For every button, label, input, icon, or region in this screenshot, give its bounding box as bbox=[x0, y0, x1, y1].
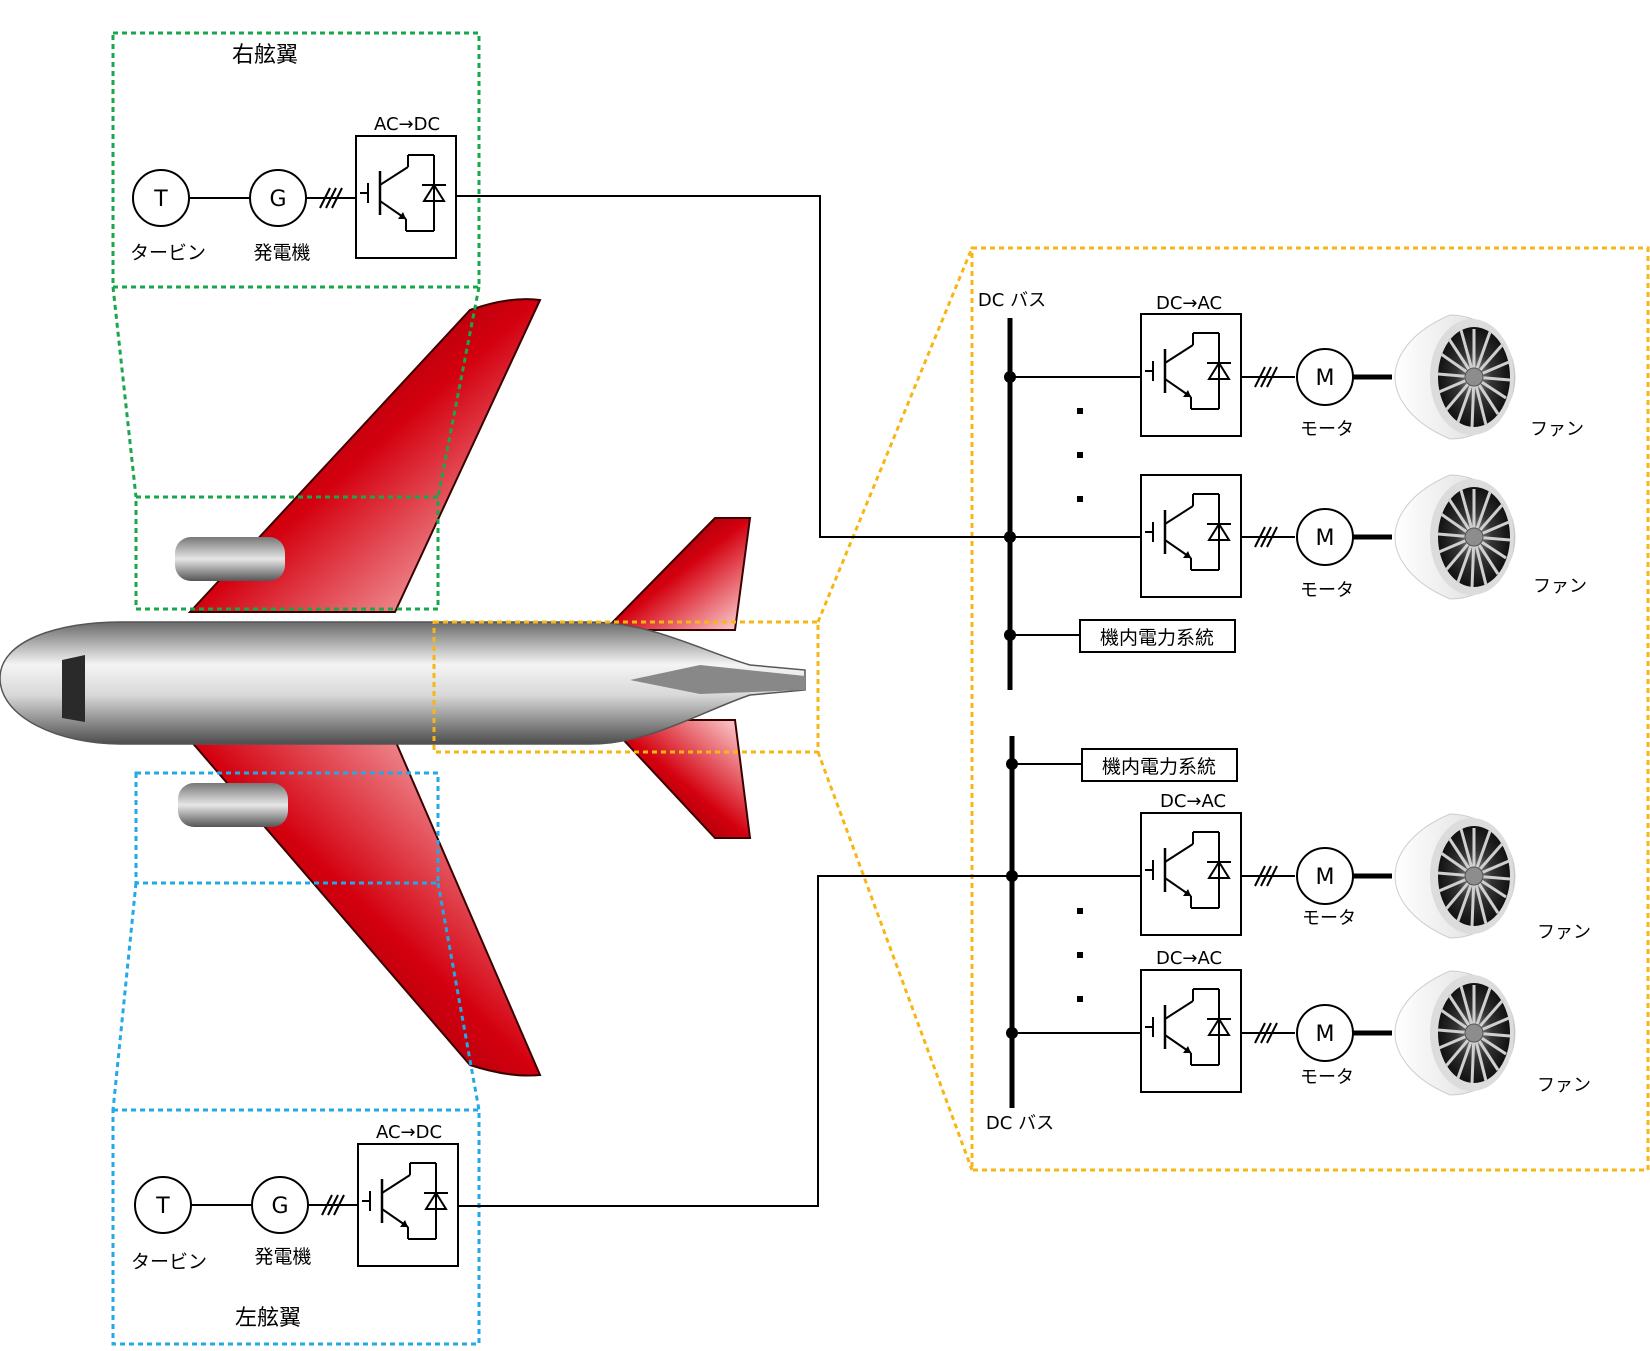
upper-ellipsis bbox=[1077, 408, 1083, 502]
upper-onboard-power-label: 機内電力系統 bbox=[1100, 627, 1214, 649]
lower-motor-2-symbol: M bbox=[1316, 1022, 1335, 1047]
right-wing-title: 右舷翼 bbox=[232, 43, 298, 68]
lower-fan-2 bbox=[1393, 969, 1517, 1097]
upper-motor-2-label: モータ bbox=[1300, 580, 1354, 601]
left-turbine-label: タービン bbox=[131, 1251, 207, 1273]
upper-motor-1-symbol: M bbox=[1316, 366, 1335, 391]
lower-dc-bus-group: DC バス 機内電力系統 DC→AC M モータ ファン DC→AC bbox=[986, 736, 1591, 1134]
fuselage-zone bbox=[432, 620, 820, 754]
tail-cone bbox=[630, 665, 805, 694]
upper-onboard-power-box bbox=[1079, 619, 1236, 653]
lower-onboard-power-label: 機内電力系統 bbox=[1102, 756, 1216, 778]
right-turbine-symbol: T bbox=[153, 187, 168, 212]
left-wing-group: T タービン G 発電機 AC→DC 左舷翼 bbox=[111, 771, 481, 1346]
upper-dc-bus-label: DC バス bbox=[978, 290, 1046, 311]
upper-inverter-1 bbox=[1140, 313, 1242, 437]
right-wing-group: 右舷翼 T タービン G 発電機 AC→DC bbox=[111, 31, 481, 611]
right-wing-frame bbox=[111, 31, 481, 289]
upper-motor-1-label: モータ bbox=[1300, 419, 1354, 440]
lower-motor-1-symbol: M bbox=[1316, 865, 1335, 890]
left-wing-title: 左舷翼 bbox=[235, 1306, 301, 1331]
upper-dc-bus-group: DC バス DC→AC M モータ ファン bbox=[978, 290, 1587, 690]
left-tailplane bbox=[602, 719, 752, 839]
right-turbine-label: タービン bbox=[130, 242, 206, 264]
right-engine-pod bbox=[175, 537, 285, 581]
upper-inverter-2 bbox=[1140, 474, 1242, 598]
right-generator-symbol: G bbox=[269, 187, 286, 212]
lower-inverter-1-label: DC→AC bbox=[1160, 791, 1226, 812]
left-converter-label: AC→DC bbox=[376, 1122, 442, 1143]
right-converter-label: AC→DC bbox=[374, 114, 440, 135]
upper-motor-2-symbol: M bbox=[1316, 526, 1335, 551]
upper-fan-2-label: ファン bbox=[1533, 576, 1587, 597]
lower-inverter-2 bbox=[1140, 969, 1242, 1093]
right-generator-label: 発電機 bbox=[253, 242, 310, 264]
upper-fan-1-label: ファン bbox=[1530, 419, 1584, 440]
left-wing-zone bbox=[134, 771, 440, 885]
upper-inverter-label: DC→AC bbox=[1156, 293, 1222, 314]
lower-motor-1-label: モータ bbox=[1302, 908, 1356, 929]
aircraft-illustration bbox=[0, 298, 806, 1077]
cockpit-window bbox=[62, 655, 85, 722]
left-generator-symbol: G bbox=[271, 1194, 288, 1219]
fuselage-detail-frame bbox=[970, 246, 1650, 1172]
left-turbine-symbol: T bbox=[155, 1194, 170, 1219]
lower-onboard-power-box bbox=[1081, 748, 1238, 782]
lower-ellipsis bbox=[1077, 908, 1083, 1002]
left-engine-pod bbox=[178, 783, 288, 827]
upper-fan-2 bbox=[1393, 473, 1517, 601]
lower-motor-2-label: モータ bbox=[1300, 1067, 1354, 1088]
upper-fan-1 bbox=[1393, 313, 1517, 441]
fuselage-group bbox=[432, 246, 1650, 1172]
lower-fan-1 bbox=[1393, 812, 1517, 940]
right-wing bbox=[187, 298, 542, 613]
left-converter bbox=[357, 1143, 459, 1267]
lower-dc-bus-label: DC バス bbox=[986, 1113, 1054, 1134]
lower-fan-1-label: ファン bbox=[1537, 922, 1591, 943]
left-wing-frame bbox=[111, 1108, 481, 1346]
lower-fan-2-label: ファン bbox=[1537, 1075, 1591, 1096]
lower-inverter-2-label: DC→AC bbox=[1156, 948, 1222, 969]
left-generator-label: 発電機 bbox=[254, 1246, 311, 1268]
feeder-lines bbox=[456, 195, 1010, 1207]
right-converter bbox=[355, 135, 457, 259]
right-tailplane bbox=[602, 517, 752, 631]
lower-inverter-1 bbox=[1140, 812, 1242, 936]
